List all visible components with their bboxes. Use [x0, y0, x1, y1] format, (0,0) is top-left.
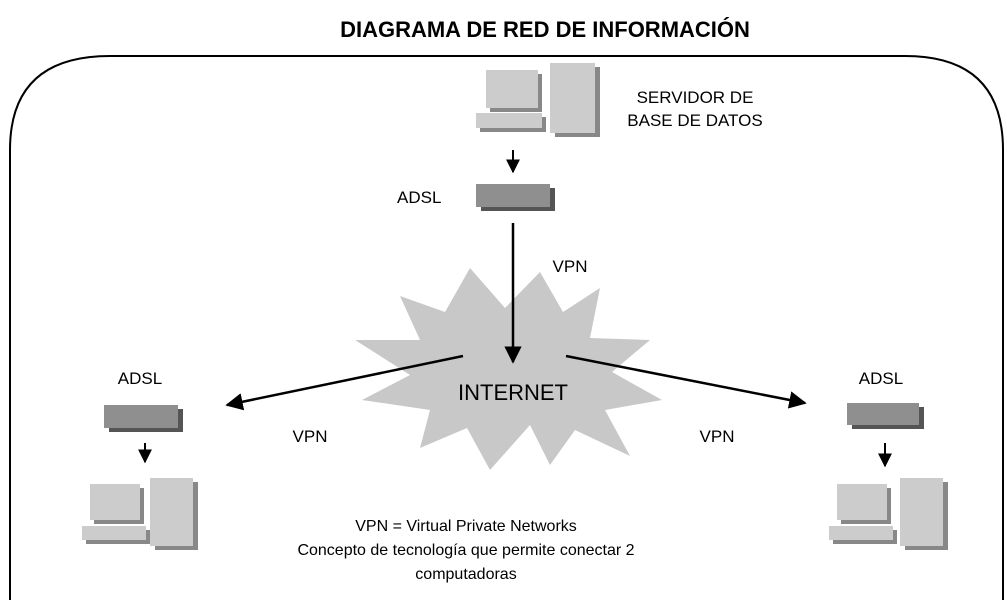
right-adsl-label: ADSL	[859, 369, 903, 388]
left-adsl-label: ADSL	[118, 369, 162, 388]
diagram-title: DIAGRAMA DE RED DE INFORMACIÓN	[340, 17, 750, 42]
vpn-definition-line3: computadoras	[415, 566, 516, 583]
right-vpn-label: VPN	[700, 427, 735, 446]
top-adsl-modem-icon	[476, 184, 555, 211]
left-vpn-label: VPN	[293, 427, 328, 446]
left-vpn-link	[225, 354, 464, 411]
right-adsl-modem-icon	[847, 403, 924, 429]
internet-label: INTERNET	[458, 380, 568, 405]
network-boundary	[9, 55, 1004, 600]
top-vpn-label: VPN	[553, 257, 588, 276]
server-computer-icon	[476, 63, 600, 137]
top-adsl-label: ADSL	[397, 188, 441, 207]
left-adsl-modem-icon	[104, 405, 183, 432]
internet-cloud-icon	[355, 268, 662, 470]
vpn-definition-line2: Concepto de tecnología que permite conec…	[297, 542, 634, 559]
right-computer-icon	[829, 478, 948, 550]
left-computer-icon	[82, 478, 198, 550]
right-vpn-link	[565, 354, 807, 409]
server-label-line2: BASE DE DATOS	[627, 111, 762, 130]
vpn-definition-line1: VPN = Virtual Private Networks	[355, 518, 577, 535]
server-label-line1: SERVIDOR DE	[637, 88, 754, 107]
